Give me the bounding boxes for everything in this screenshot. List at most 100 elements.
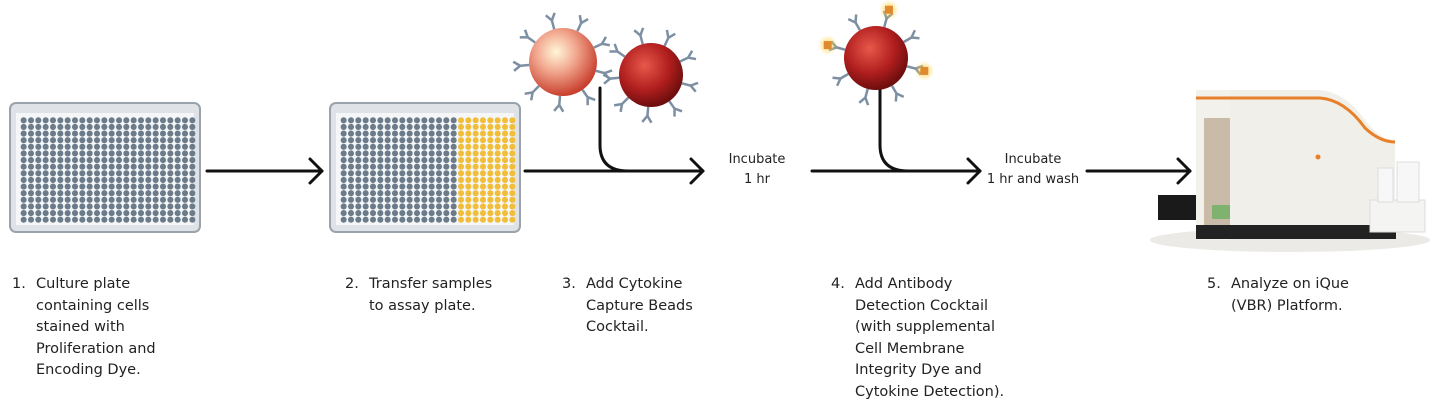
sample-well xyxy=(472,190,479,197)
well xyxy=(189,130,196,137)
well xyxy=(101,176,108,183)
well xyxy=(64,143,71,150)
well xyxy=(20,117,27,124)
well xyxy=(181,163,189,170)
sample-well xyxy=(509,150,516,157)
sample-well xyxy=(465,196,472,203)
well xyxy=(355,143,362,150)
well xyxy=(137,183,145,190)
well xyxy=(145,137,152,144)
antibody-icon xyxy=(679,50,697,63)
well xyxy=(435,123,443,130)
well xyxy=(399,143,406,150)
well xyxy=(79,130,86,137)
well xyxy=(115,170,123,177)
well xyxy=(377,183,384,190)
well xyxy=(355,203,362,210)
well xyxy=(399,150,406,157)
well xyxy=(71,157,79,164)
well xyxy=(369,143,377,150)
well xyxy=(35,143,42,150)
sample-well xyxy=(509,123,516,130)
well xyxy=(108,216,115,223)
well xyxy=(167,210,174,217)
well xyxy=(123,203,130,210)
well xyxy=(71,150,79,157)
well xyxy=(450,157,457,164)
well xyxy=(27,190,35,197)
well xyxy=(152,150,159,157)
sample-well xyxy=(509,196,516,203)
well xyxy=(391,143,399,150)
well xyxy=(71,176,79,183)
well xyxy=(362,150,369,157)
well xyxy=(391,150,399,157)
well xyxy=(130,196,137,203)
well xyxy=(340,143,347,150)
well xyxy=(93,150,101,157)
well xyxy=(137,210,145,217)
well xyxy=(413,210,421,217)
well xyxy=(93,190,101,197)
well xyxy=(406,150,413,157)
well xyxy=(421,203,428,210)
well xyxy=(123,157,130,164)
well xyxy=(347,203,355,210)
well xyxy=(123,190,130,197)
well xyxy=(399,130,406,137)
well xyxy=(57,203,64,210)
sample-well xyxy=(465,157,472,164)
well xyxy=(443,190,450,197)
well xyxy=(413,203,421,210)
well xyxy=(421,143,428,150)
well xyxy=(450,216,457,223)
well xyxy=(71,143,79,150)
well xyxy=(167,216,174,223)
sample-well xyxy=(479,150,487,157)
sample-well xyxy=(479,196,487,203)
well xyxy=(406,163,413,170)
well xyxy=(174,176,181,183)
sample-well xyxy=(487,143,494,150)
well xyxy=(421,196,428,203)
well xyxy=(79,163,86,170)
well xyxy=(152,123,159,130)
well xyxy=(428,163,435,170)
antibody-icon xyxy=(512,60,530,72)
well xyxy=(145,163,152,170)
well xyxy=(64,123,71,130)
well xyxy=(49,196,57,203)
antibody-icon xyxy=(602,73,620,85)
sample-well xyxy=(501,170,509,177)
well xyxy=(369,150,377,157)
well xyxy=(64,130,71,137)
well xyxy=(71,130,79,137)
well xyxy=(435,150,443,157)
sample-well xyxy=(465,176,472,183)
well xyxy=(49,150,57,157)
well xyxy=(384,143,391,150)
antibody-icon xyxy=(553,95,565,113)
well xyxy=(421,183,428,190)
well xyxy=(174,216,181,223)
well xyxy=(435,117,443,124)
well xyxy=(115,203,123,210)
step-number: 2. xyxy=(345,276,359,292)
well xyxy=(86,196,93,203)
well xyxy=(35,176,42,183)
well xyxy=(35,170,42,177)
well xyxy=(137,176,145,183)
well xyxy=(64,150,71,157)
well xyxy=(108,183,115,190)
well xyxy=(137,123,145,130)
well xyxy=(35,210,42,217)
sample-well xyxy=(487,196,494,203)
sample-well xyxy=(494,170,501,177)
well xyxy=(108,170,115,177)
well xyxy=(42,157,49,164)
well xyxy=(130,150,137,157)
well xyxy=(79,157,86,164)
well xyxy=(435,183,443,190)
sample-well xyxy=(494,137,501,144)
well xyxy=(35,203,42,210)
